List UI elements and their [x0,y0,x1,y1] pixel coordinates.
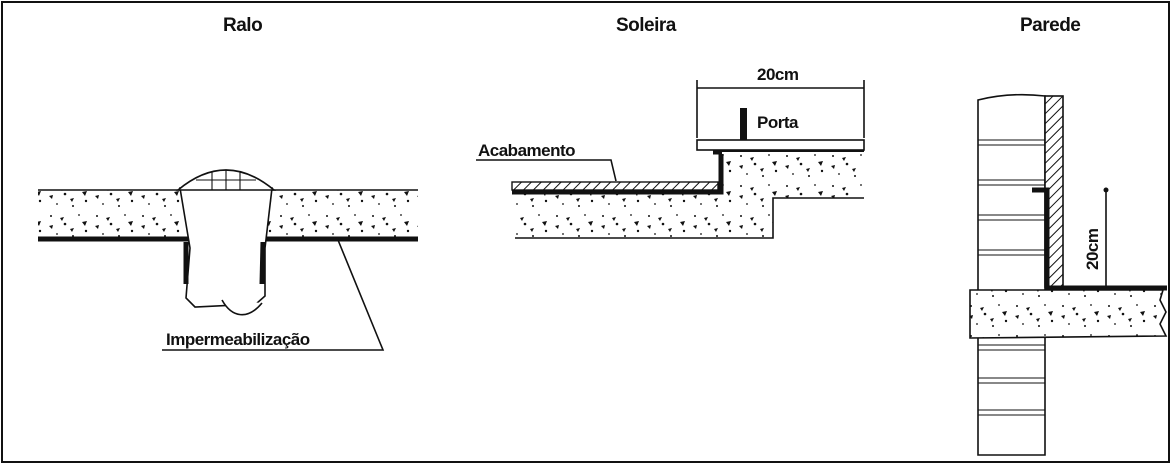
acabamento-label: Acabamento [478,141,575,160]
parede-waterproof-layer [1032,187,1167,291]
ralo-panel: Ralo Impermeabilização [38,15,418,351]
parede-title: Parede [1020,15,1080,36]
impermeabilizacao-label: Impermeabilização [166,330,310,349]
soleira-slab-outline [515,197,864,239]
porta-label: Porta [757,113,799,132]
soleira-dimension-label: 20cm [757,65,799,84]
soleira-panel: Soleira 20cm Porta Acabamento [476,15,865,239]
parede-slab [969,289,1168,339]
drain-body [179,187,273,308]
finish-layer [511,181,719,191]
ralo-title: Ralo [223,15,262,36]
soleira-slab [515,152,864,238]
drain-outlet [221,299,263,316]
parede-dimension-label: 20cm [1083,228,1102,270]
brick-wall [977,93,1046,456]
soleira-waterproof-layer [512,154,724,195]
door-leaf [740,108,747,140]
drain-seal-right [259,241,266,285]
parede-panel: Parede 20cm [969,15,1168,456]
ralo-leader [162,239,385,351]
brick-courses [978,139,1045,416]
acabamento-leader [476,159,617,182]
threshold-stone [696,139,865,151]
soleira-title: Soleira [616,15,677,36]
